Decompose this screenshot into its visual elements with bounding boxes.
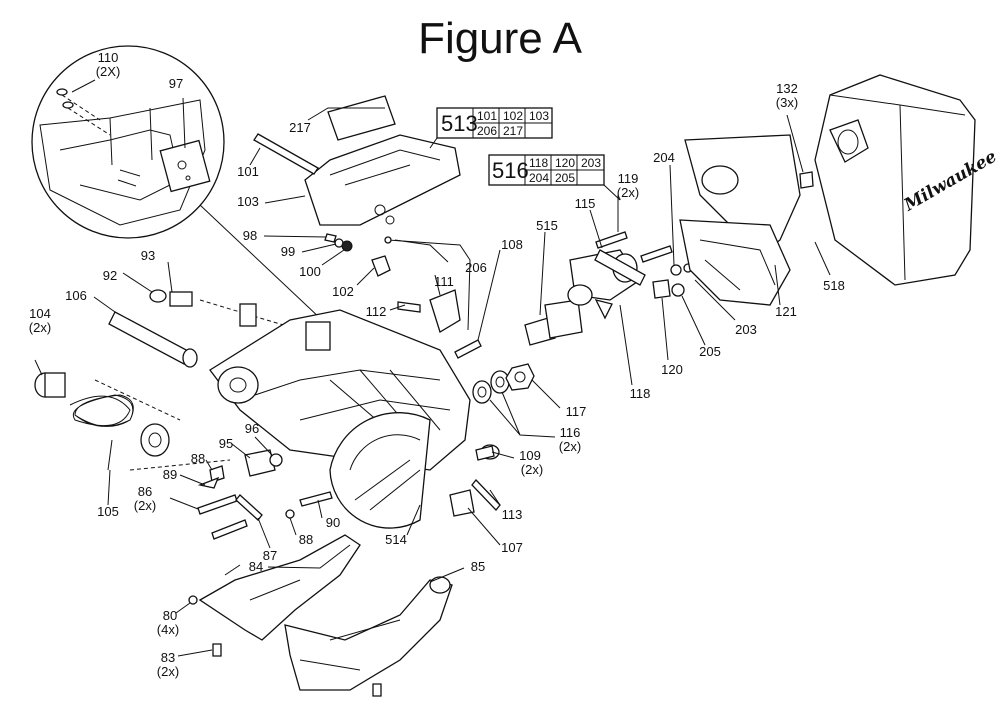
kit-513-cell: 217 — [503, 124, 523, 138]
callout-label: 120 — [661, 362, 683, 377]
callout-qty: (2x) — [559, 439, 581, 454]
handle-halves — [198, 534, 453, 691]
kit-table-513: 513 101 102 103 206 217 — [429, 107, 553, 149]
callout-label: 90 — [326, 515, 340, 530]
kit-516-id: 516 — [492, 158, 529, 183]
callout-label: 514 — [385, 532, 407, 547]
leader-lines — [34, 79, 831, 657]
callout-label: 205 — [699, 344, 721, 359]
callout-label: 104 — [29, 306, 51, 321]
figure-title: Figure A — [418, 14, 582, 63]
kit-513-cell: 103 — [529, 109, 549, 123]
part-80-screw — [188, 595, 198, 605]
part-120 — [652, 279, 671, 299]
main-arm-housing — [209, 303, 471, 529]
kit-513-cell: 101 — [477, 109, 497, 123]
callout-label: 106 — [65, 288, 87, 303]
callout-label: 116 — [560, 425, 581, 440]
callout-label: 113 — [502, 507, 523, 522]
callout-qty: (2x) — [134, 498, 156, 513]
kit-516-cell: 118 — [529, 156, 548, 170]
upper-guard-cover — [253, 95, 461, 226]
callout-qty: (3x) — [776, 95, 798, 110]
callout-qty: (2x) — [617, 185, 639, 200]
part-108-bolt — [454, 339, 482, 359]
callout-label: 204 — [653, 150, 675, 165]
callout-label: 117 — [566, 404, 587, 419]
part-204 — [670, 264, 682, 276]
small-hardware-98-100 — [324, 233, 353, 252]
callout-label: 132 — [776, 81, 798, 96]
part-102-shape — [371, 255, 391, 277]
detail-inset — [31, 45, 225, 239]
motor-and-bracket — [524, 249, 646, 346]
callout-label: 119 — [618, 171, 639, 186]
callout-label: 89 — [163, 467, 177, 482]
kit-516-cell: 203 — [581, 156, 601, 170]
callout-qty: (2X) — [96, 64, 121, 79]
callout-label: 95 — [219, 436, 233, 451]
callout-label: 80 — [163, 608, 177, 623]
kit-table-516: 516 118 120 203 204 205 — [488, 154, 621, 201]
washers-and-nut — [472, 363, 535, 404]
callout-label: 115 — [575, 196, 596, 211]
dust-bag-518: Milwaukee — [814, 74, 1000, 286]
callout-label: 84 — [249, 559, 263, 574]
callout-label: 92 — [103, 268, 117, 283]
callout-labels: 110 (2X) 97 217 101 103 98 99 100 206 10… — [29, 50, 845, 679]
part-119-screw-1 — [595, 231, 628, 249]
callout-label: 105 — [97, 504, 119, 519]
callout-label: 121 — [775, 304, 797, 319]
part-205 — [671, 283, 685, 297]
callout-label: 109 — [519, 448, 541, 463]
kit-513-id: 513 — [441, 111, 478, 136]
callout-label: 101 — [237, 164, 259, 179]
part-83-screw-1 — [212, 643, 222, 657]
callout-label: 96 — [245, 421, 259, 436]
callout-label: 102 — [332, 284, 354, 299]
kit-513-cell: 206 — [477, 124, 497, 138]
callout-label: 103 — [237, 194, 259, 209]
callout-label: 112 — [366, 304, 387, 319]
callout-label: 100 — [299, 264, 321, 279]
part-119-screw-2 — [640, 245, 673, 263]
kit-516-cell: 205 — [555, 171, 575, 185]
parts-107-113-109 — [449, 444, 501, 517]
part-111-bracket — [429, 289, 461, 333]
part-83-screw-2 — [372, 683, 382, 697]
callout-qty: (2x) — [521, 462, 543, 477]
callout-label: 86 — [138, 484, 152, 499]
callout-label: 99 — [281, 244, 295, 259]
part-132-screw — [799, 171, 814, 189]
callout-label: 87 — [263, 548, 277, 563]
callout-label: 111 — [434, 274, 454, 289]
kit-516-cell: 204 — [529, 171, 549, 185]
callout-label: 98 — [243, 228, 257, 243]
callout-label: 107 — [501, 540, 523, 555]
callout-label: 118 — [630, 386, 651, 401]
callout-label: 108 — [501, 237, 523, 252]
callout-label: 217 — [289, 120, 311, 135]
arm-parts-left — [34, 289, 301, 471]
callout-qty: (2x) — [29, 320, 51, 335]
callout-label: 88 — [191, 451, 205, 466]
callout-label: 203 — [735, 322, 757, 337]
callout-label: 97 — [169, 76, 183, 91]
callout-label: 110 — [98, 50, 119, 65]
kit-516-cell: 120 — [555, 156, 575, 170]
small-parts-lower-left — [197, 449, 333, 540]
callout-label: 93 — [141, 248, 155, 263]
callout-label: 85 — [471, 559, 485, 574]
callout-label: 518 — [823, 278, 845, 293]
callout-label: 83 — [161, 650, 175, 665]
callout-label: 515 — [536, 218, 558, 233]
kit-513-cell: 102 — [503, 109, 523, 123]
callout-label: 206 — [465, 260, 487, 275]
callout-qty: (4x) — [157, 622, 179, 637]
callout-label: 88 — [299, 532, 313, 547]
part-112-screw — [397, 301, 421, 313]
callout-qty: (2x) — [157, 664, 179, 679]
lower-guard-121-203 — [679, 134, 801, 306]
